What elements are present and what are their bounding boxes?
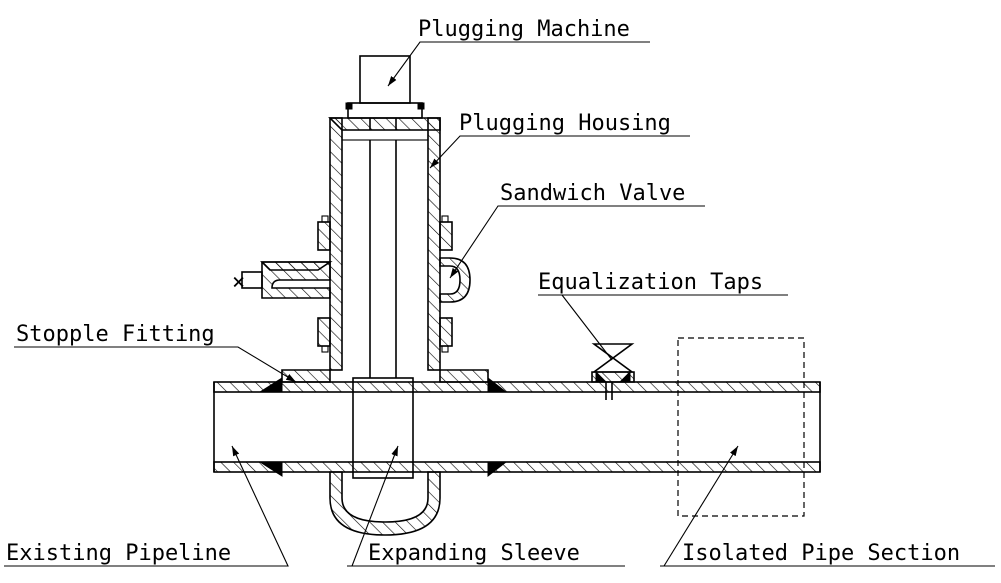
label-existing-pipeline: Existing Pipeline [6,541,231,566]
label-isolated-pipe-section: Isolated Pipe Section [682,541,960,566]
plugging-machine [345,55,425,378]
label-stopple-fitting: Stopple Fitting [16,322,215,347]
label-plugging-machine: Plugging Machine [418,17,630,42]
expanding-sleeve [352,377,414,479]
leader-lines [4,41,995,567]
label-sandwich-valve: Sandwich Valve [500,181,685,206]
label-plugging-housing: Plugging Housing [459,111,671,136]
actuator-mark: × [232,270,245,295]
label-expanding-sleeve: Expanding Sleeve [368,541,580,566]
plugging-housing [317,117,453,371]
label-equalization-taps: Equalization Taps [538,270,763,295]
existing-pipeline [213,381,821,473]
sandwich-valve: × [232,257,471,303]
equalization-taps [591,343,635,400]
stopple-fitting [258,369,508,536]
isolated-section-box [677,337,805,517]
